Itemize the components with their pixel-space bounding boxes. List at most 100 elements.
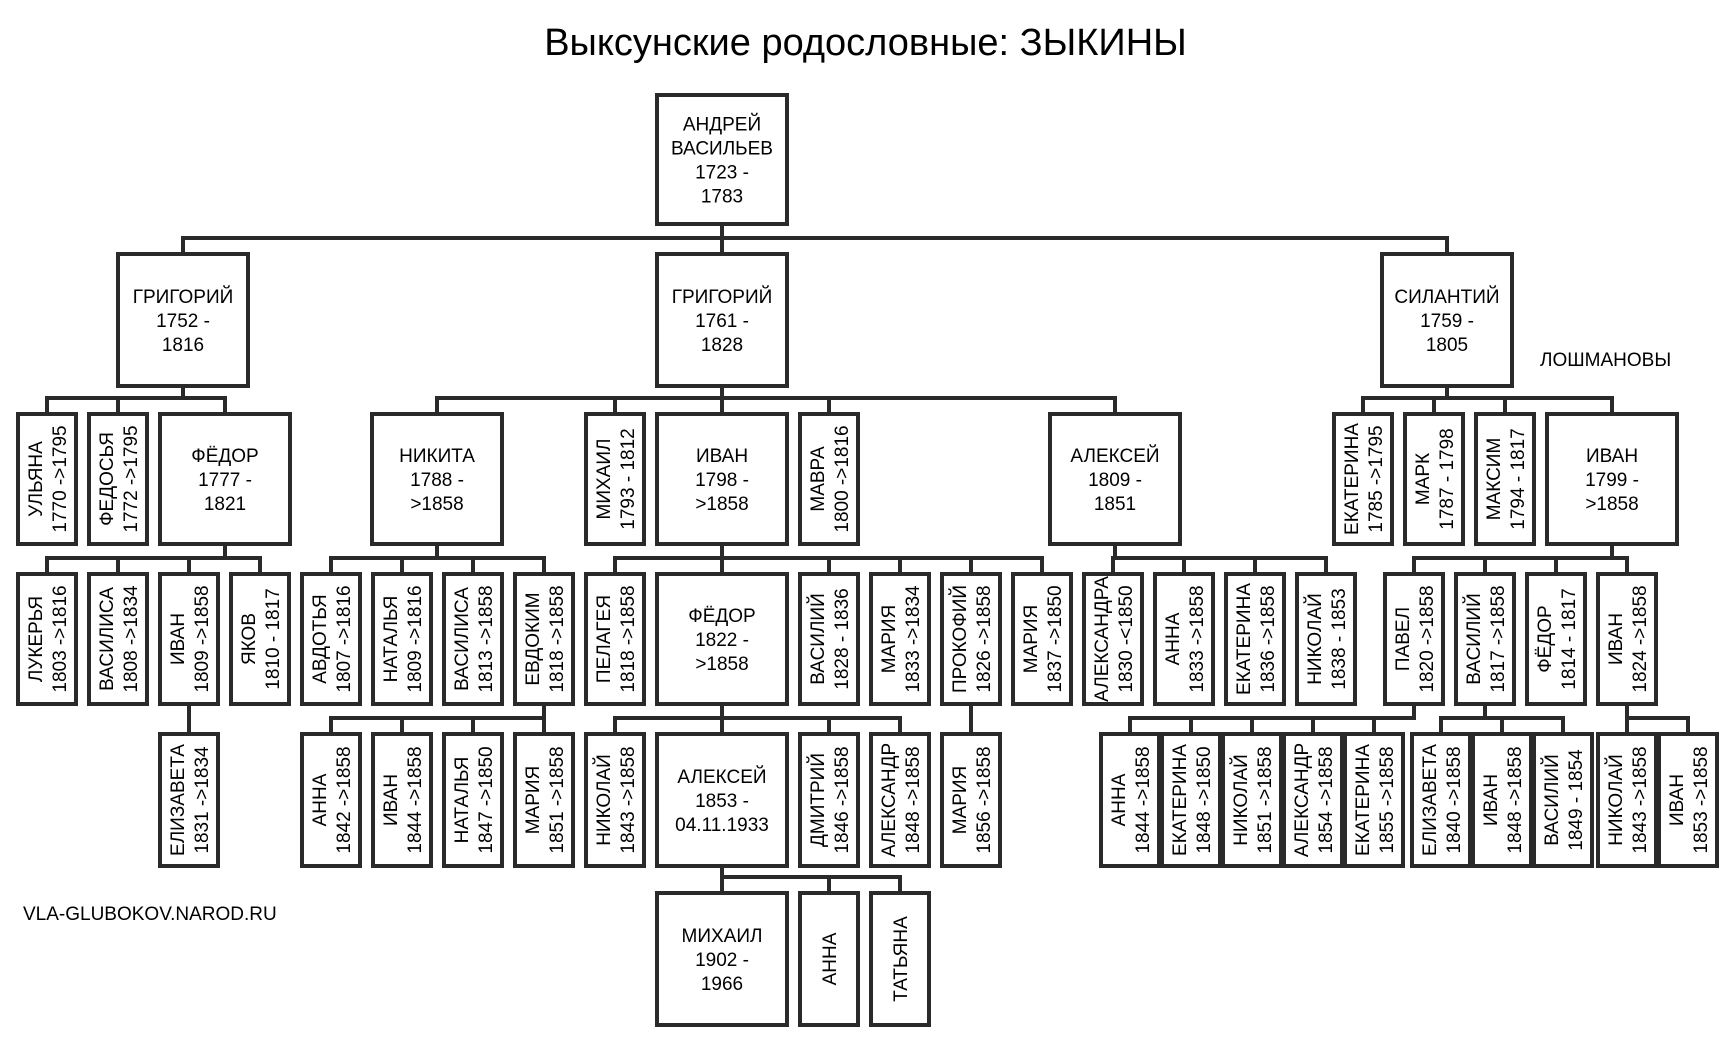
person-text-line: 1799 -	[1585, 470, 1639, 491]
person-box-frame	[16, 412, 78, 546]
person-box-frame	[1224, 572, 1286, 706]
person-text-line: МАКСИМ	[1484, 438, 1505, 521]
person-box-frame	[1471, 732, 1533, 868]
person-box-frame	[16, 572, 78, 706]
person-text-line: ИВАН	[168, 613, 189, 665]
person-text-line: 1808 ->1834	[121, 585, 142, 693]
person-text-line: 1842 ->1858	[334, 746, 355, 853]
person-text-line: 1853 -	[695, 791, 749, 812]
person-box-frame	[1221, 732, 1283, 868]
person-text-line: ЯКОВ	[239, 613, 260, 665]
person-text-line: ВАСИЛИЙ	[1463, 593, 1485, 684]
person-box-frame	[158, 732, 220, 868]
person-text-line: МИХАИЛ	[682, 926, 763, 947]
person-text-line: ЕКАТЕРИНА	[1342, 423, 1363, 535]
person-box-frame	[442, 572, 504, 706]
person-text-line: 1805	[1426, 335, 1468, 356]
person-text-line: 1843 ->1858	[618, 746, 639, 853]
person-text-line: 1856 ->1858	[974, 746, 995, 853]
person-text-line: ВАСИЛИЙ	[1541, 754, 1563, 845]
person-box-frame	[1657, 732, 1719, 868]
person-box-frame	[1474, 412, 1536, 546]
person-box-frame	[1454, 572, 1516, 706]
person-box-frame	[229, 572, 291, 706]
person-text-line: 1830 -<1850	[1116, 585, 1137, 692]
person-text-line: АННА	[310, 773, 331, 826]
person-box-frame	[584, 732, 646, 868]
person-text-line: 1855 ->1858	[1377, 746, 1398, 853]
person-text-line: 1777 -	[198, 470, 252, 491]
person-text-line: НИКОЛАЙ	[593, 754, 615, 846]
person-text-line: АНДРЕЙ	[683, 114, 761, 136]
person-text-line: МАРК	[1413, 453, 1434, 505]
person-box-frame	[442, 732, 504, 868]
person-text-line: 1848 ->1858	[1505, 746, 1526, 853]
person-box-anna_b: АННА	[798, 891, 860, 1027]
person-text-line: 1848 ->1858	[903, 746, 924, 853]
person-text-line: 1752 -	[156, 311, 210, 332]
person-text-line: УЛЬЯНА	[26, 441, 47, 517]
person-box-frame	[1596, 572, 1658, 706]
person-box-frame	[116, 252, 250, 388]
person-box-frame	[87, 412, 149, 546]
person-text-line: ФЕДОСЬЯ	[97, 432, 118, 526]
person-text-line: 1800 ->1816	[832, 425, 853, 532]
person-text-line: 1813 ->1858	[476, 585, 497, 692]
person-text-line: 1826 ->1858	[974, 585, 995, 692]
person-text-line: 1809 ->1816	[405, 585, 426, 692]
person-text-line: ЛУКЕРЬЯ	[26, 596, 47, 682]
person-text-line: ВАСИЛИСА	[97, 587, 118, 691]
person-text-line: ЕЛИЗАВЕТА	[168, 744, 189, 856]
person-box-frame	[798, 891, 860, 1027]
person-text-line: >1858	[695, 654, 748, 675]
person-text-line: 1847 ->1850	[476, 746, 497, 853]
person-box-frame	[655, 572, 789, 706]
person-text: ТАТЬЯНА	[891, 916, 912, 1002]
person-text-line: 1828 - 1836	[832, 588, 853, 689]
person-text-line: ИВАН	[1586, 446, 1638, 467]
person-text-line: 1820 ->1858	[1417, 585, 1438, 692]
person-text-line: МИХАИЛ	[594, 439, 615, 520]
person-box-frame	[655, 412, 789, 546]
person-box-frame	[370, 412, 504, 546]
person-text-line: 1816	[162, 335, 204, 356]
person-text-line: ПРОКОФИЙ	[949, 585, 971, 693]
person-text-line: ИВАН	[1667, 774, 1688, 826]
person-text-line: 1788 -	[410, 470, 464, 491]
